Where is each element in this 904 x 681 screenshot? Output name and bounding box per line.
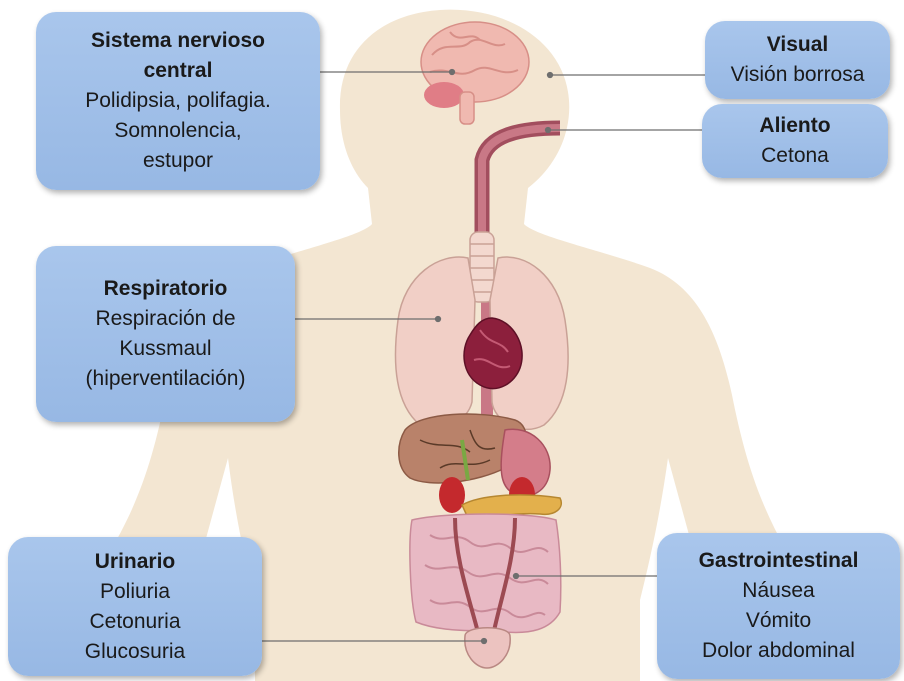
box-line: Somnolencia, bbox=[114, 116, 241, 146]
box-respiratorio: Respiratorio Respiración de Kussmaul (hi… bbox=[36, 246, 295, 422]
box-line: Vómito bbox=[746, 606, 811, 636]
box-title: Sistema nervioso central bbox=[36, 26, 320, 86]
box-line: Kussmaul bbox=[119, 334, 211, 364]
box-line: (hiperventilación) bbox=[86, 364, 246, 394]
box-line: Cetonuria bbox=[89, 607, 180, 637]
box-title: Urinario bbox=[95, 547, 176, 577]
box-line: Cetona bbox=[761, 141, 829, 171]
box-aliento: Aliento Cetona bbox=[702, 104, 888, 178]
box-line: estupor bbox=[143, 146, 213, 176]
box-visual: Visual Visión borrosa bbox=[705, 21, 890, 99]
box-title: Gastrointestinal bbox=[699, 546, 859, 576]
box-line: Náusea bbox=[742, 576, 814, 606]
box-title: Aliento bbox=[759, 111, 830, 141]
box-line: Polidipsia, polifagia. bbox=[85, 86, 271, 116]
box-sistema-nervioso-central: Sistema nervioso central Polidipsia, pol… bbox=[36, 12, 320, 190]
box-line: Glucosuria bbox=[85, 637, 185, 667]
box-gastrointestinal: Gastrointestinal Náusea Vómito Dolor abd… bbox=[657, 533, 900, 679]
box-line: Visión borrosa bbox=[731, 60, 865, 90]
box-line: Respiración de bbox=[95, 304, 235, 334]
box-title: Respiratorio bbox=[104, 274, 228, 304]
box-title: Visual bbox=[767, 30, 828, 60]
intestines bbox=[410, 514, 561, 640]
box-urinario: Urinario Poliuria Cetonuria Glucosuria bbox=[8, 537, 262, 676]
box-line: Dolor abdominal bbox=[702, 636, 855, 666]
box-line: Poliuria bbox=[100, 577, 170, 607]
